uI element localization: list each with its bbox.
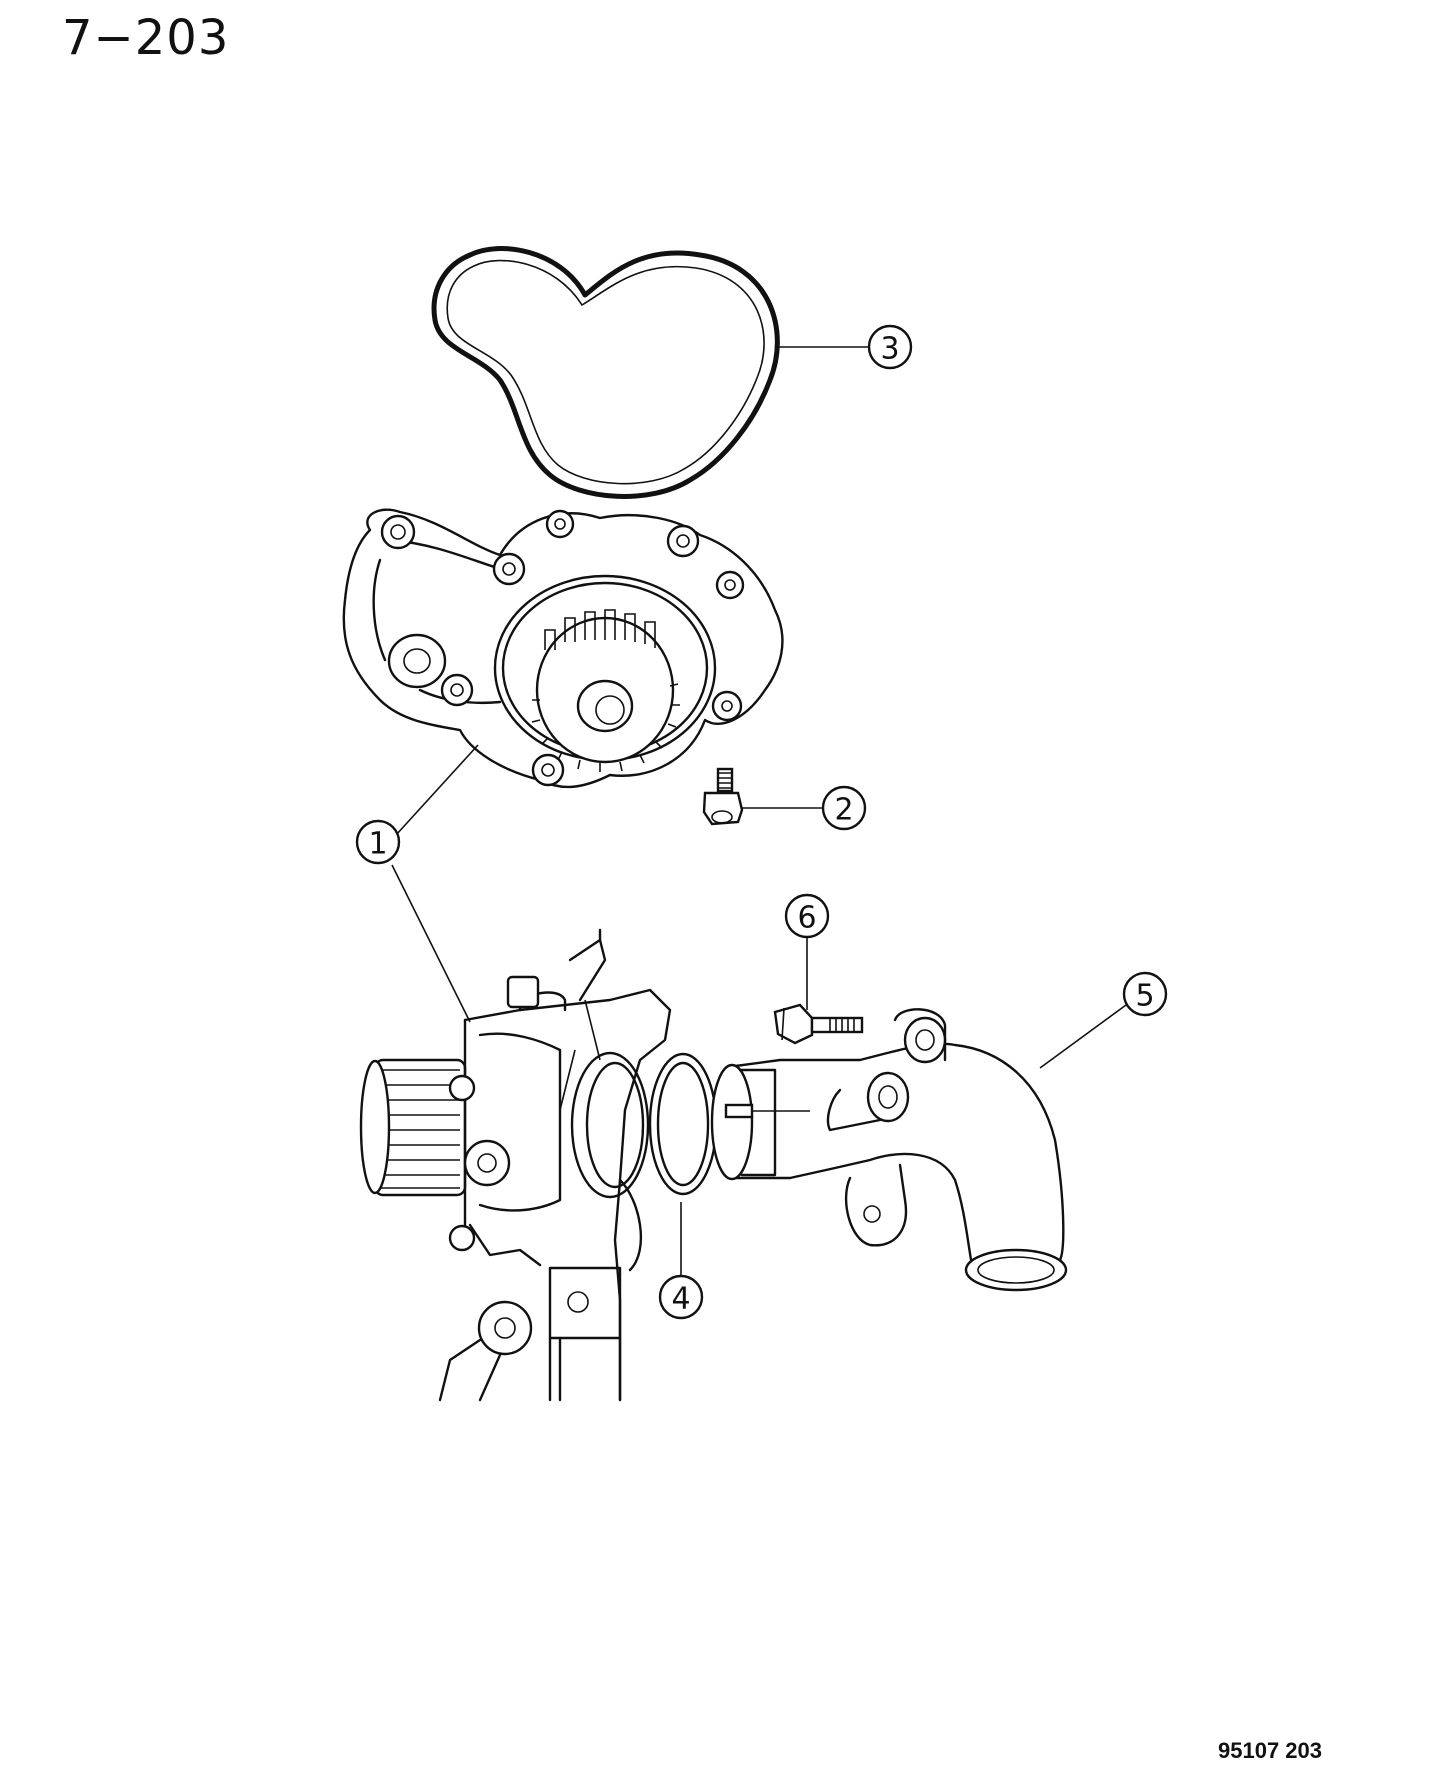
svg-text:2: 2 [834,793,853,828]
callout-3: 3 [867,324,913,370]
callout-2: 2 [821,785,867,831]
drawing-code: 95107 203 [1218,1738,1322,1763]
svg-text:4: 4 [671,1282,690,1317]
bolt-long [773,1003,864,1045]
callout-5: 5 [1122,971,1168,1017]
svg-text:3: 3 [880,332,899,367]
outlet-elbow [710,1008,1068,1292]
engine-housing-side [359,928,672,1402]
svg-text:6: 6 [797,901,816,936]
gasket [431,246,780,499]
o-ring [648,1052,718,1196]
callout-6: 6 [784,893,830,939]
callout-1: 1 [355,819,401,865]
water-pump-front [342,508,784,789]
sprocket [531,609,680,772]
svg-text:1: 1 [368,827,387,862]
svg-text:5: 5 [1135,979,1154,1014]
bolt-small [702,767,744,826]
callout-4: 4 [658,1274,704,1320]
leader-lines [391,346,1127,1275]
page-number: 7−203 [62,10,230,66]
